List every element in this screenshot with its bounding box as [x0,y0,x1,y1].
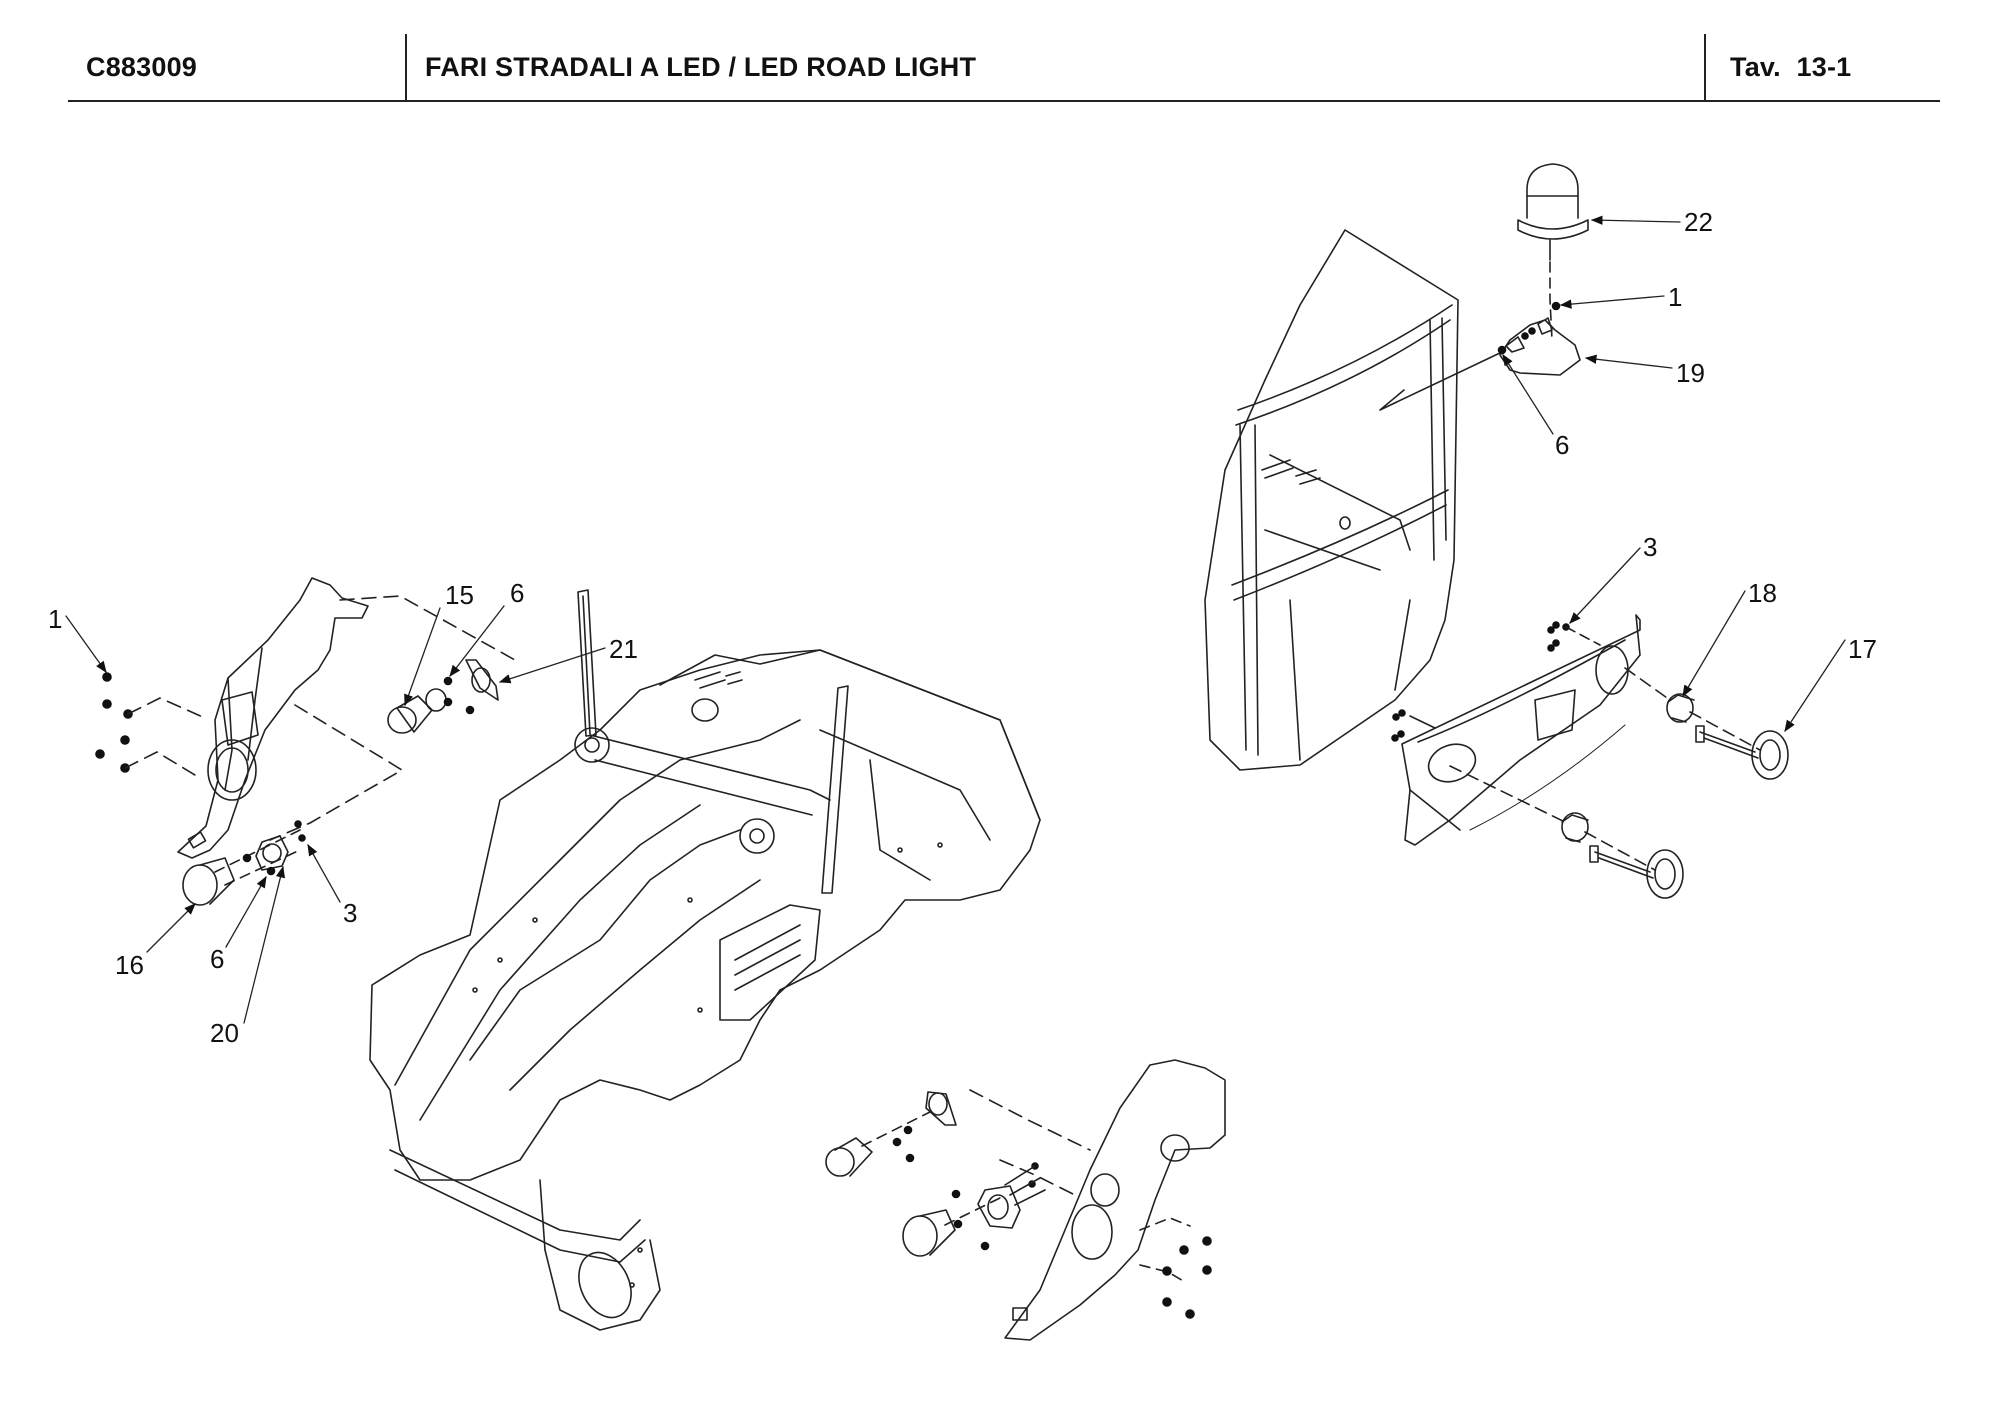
led-light-15 [387,688,447,734]
drawing-code: C883009 [86,51,197,82]
leader-dash [127,697,206,719]
header-divider [405,34,407,100]
callout-19: 19 [1676,358,1705,388]
nuts-15 [443,676,475,715]
front-light-panel [1401,614,1641,846]
callout-3: 3 [1643,532,1658,562]
beacon-22 [1517,163,1589,261]
led-light-18-lower [1561,812,1589,843]
callout-15: 15 [445,580,474,610]
leader-dash [1449,765,1656,871]
title-block: C883009 FARI STRADALI A LED / LED ROAD L… [68,34,1940,102]
right-lower-light-housing [1004,1059,1226,1341]
screws-left [95,672,133,773]
leader-dash [1139,1217,1191,1231]
studs [1004,1165,1046,1206]
callout-1: 1 [48,604,63,634]
header-divider [1704,34,1706,100]
gasket-21 [465,659,499,701]
leader-dash [944,1197,1001,1226]
callout-6: 6 [210,944,225,974]
leader-dash [999,1159,1076,1196]
callout-6: 6 [510,578,525,608]
screws-right [1162,1236,1212,1319]
led-light-lower-b [902,1209,956,1257]
callout-16: 16 [115,950,144,980]
leader-line [1379,351,1503,411]
led-light-18-upper [1666,693,1695,723]
callout-21: 21 [609,634,638,664]
leader-dash [269,704,403,841]
gasket-lower [925,1091,957,1126]
table-number: Tav. 13-1 [1730,51,1852,82]
led-light-16 [182,857,235,906]
callout-1: 1 [1668,282,1683,312]
callout-6: 6 [1555,430,1570,460]
leader-dash [861,1111,931,1147]
callout-22: 22 [1684,207,1713,237]
nuts-19 [1497,301,1561,355]
left-light-housing [177,577,369,859]
callout-17: 17 [1848,634,1877,664]
leader-dash [1139,1264,1186,1283]
leader-dash [224,849,301,886]
callout-leaders [65,215,1846,1024]
screw-shaft [1409,715,1436,729]
bracket-lower [977,1185,1021,1229]
drawing-title: FARI STRADALI A LED / LED ROAD LIGHT [425,51,977,82]
led-light-17-upper [1695,725,1789,780]
leader-dash [1624,667,1761,751]
leader-dash [124,751,201,779]
leader-dash [969,1089,1091,1151]
screws-panel [1391,621,1570,742]
nuts-lower [892,1125,1039,1251]
nuts-16 [242,820,306,876]
callout-20: 20 [210,1018,239,1048]
callout-3: 3 [343,898,358,928]
main-frame [369,589,1041,1331]
bracket-plate-19 [1499,317,1581,376]
callout-18: 18 [1748,578,1777,608]
cab-frame [1204,229,1459,771]
bracket-20 [255,835,289,871]
leader-dash [1565,626,1601,646]
led-light-17-lower [1589,845,1684,899]
